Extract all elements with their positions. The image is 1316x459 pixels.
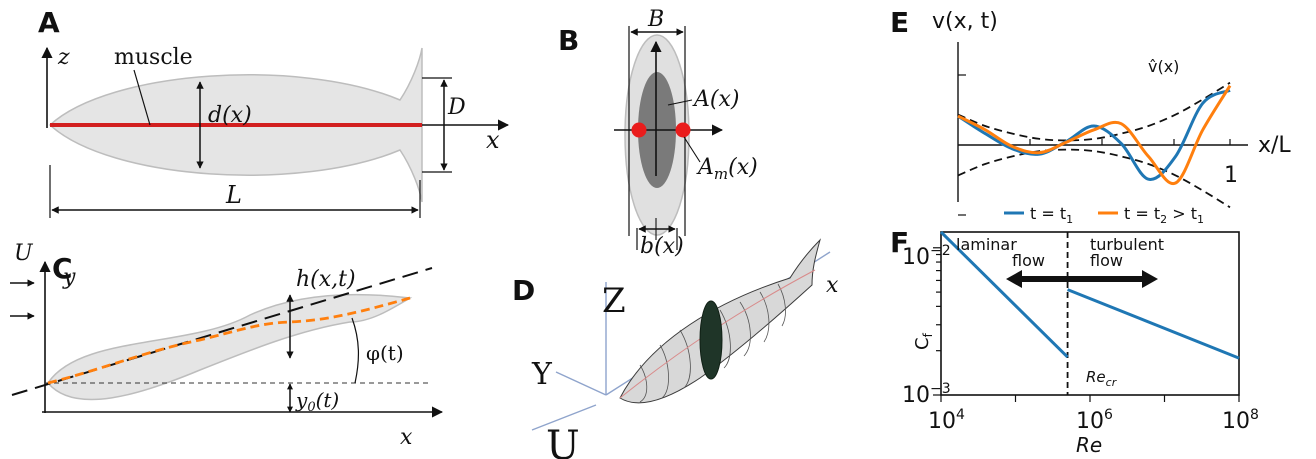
- panel-f: F Cf Re 10−2 10−3 104 106 108 laminar fl…: [890, 226, 1259, 457]
- Z-label-3d: Z: [602, 281, 626, 321]
- fish-wireframe-ribs: [639, 283, 786, 403]
- f-ytick-1e-3: 10−3: [902, 381, 951, 408]
- e-ylabel: v(x, t): [932, 9, 998, 34]
- B-label: B: [647, 7, 664, 32]
- panel-a: A z x muscle d(x) D L: [38, 6, 510, 218]
- f-laminar-line: [939, 230, 1069, 359]
- y-label-c: y: [62, 265, 76, 290]
- cross-section-slice: [699, 300, 723, 380]
- f-xtick-1e4: 104: [928, 407, 965, 434]
- midline-curve: [47, 296, 411, 385]
- f-xlabel: Re: [1076, 433, 1102, 457]
- e-envelope-label: v̂(x): [1148, 57, 1179, 76]
- panel-d: D Z Y U x: [512, 238, 839, 459]
- U-arrow-3d: [531, 404, 597, 431]
- muscle-pointer: [133, 69, 151, 126]
- muscle-point-right: [675, 122, 691, 138]
- Y-label-3d: Y: [531, 357, 553, 392]
- f-laminar-label-1: laminar: [956, 235, 1017, 254]
- panel-e: E v(x, t) x/L 1 v̂(x) t = t1 t = t2 > t1: [890, 6, 1291, 226]
- f-xtick-1e8: 108: [1222, 407, 1259, 434]
- f-xtick-1e6: 106: [1076, 407, 1113, 434]
- b-label: b(x): [640, 234, 684, 259]
- D-label: D: [447, 95, 466, 120]
- e-legend-t2: t = t2 > t1: [1124, 204, 1204, 226]
- U-label-c: U: [14, 241, 34, 266]
- Am-pointer: [683, 136, 701, 163]
- f-ylabel: Cf: [912, 332, 935, 350]
- panel-c-letter: C: [52, 252, 73, 285]
- phi-arc: [351, 317, 360, 384]
- f-laminar-label-2: flow: [1012, 251, 1045, 270]
- e-legend-t1: t = t1: [1030, 204, 1073, 226]
- z-label-a: z: [57, 45, 70, 70]
- f-arrow-right: [1083, 270, 1158, 288]
- fish-body-bent: [47, 293, 413, 401]
- e-series-t2: [957, 84, 1232, 186]
- A-pointer: [667, 99, 693, 106]
- Y-axis-3d: [555, 371, 607, 396]
- L-label: L: [225, 181, 242, 209]
- f-arrow-left: [1006, 270, 1083, 288]
- X-label-3d: x: [826, 273, 839, 298]
- f-ytick-1e-2: 10−2: [902, 243, 951, 270]
- phi-label: φ(t): [366, 341, 404, 365]
- panel-f-letter: F: [890, 226, 909, 259]
- e-xlabel: x/L: [1258, 133, 1291, 158]
- Am-label: Am(x): [696, 155, 758, 183]
- f-recr-label: Recr: [1086, 368, 1118, 389]
- e-series-t1: [957, 88, 1231, 181]
- muscle-point-left: [631, 122, 647, 138]
- panel-b-letter: B: [558, 24, 579, 57]
- panel-b: B B A(x) Am(x) b(x): [558, 7, 758, 259]
- f-turbulent-line: [1067, 288, 1240, 360]
- f-ticks: [933, 247, 1240, 402]
- f-turbulent-label-2: flow: [1090, 251, 1123, 270]
- muscle-label: muscle: [114, 45, 193, 70]
- panel-a-letter: A: [38, 6, 60, 39]
- e-legend: t = t1 t = t2 > t1: [1004, 204, 1204, 226]
- y0-label: y0(t): [295, 388, 339, 415]
- x-label-c: x: [400, 425, 413, 450]
- e-envelope-lower: [957, 148, 1231, 209]
- d-label: d(x): [208, 103, 252, 128]
- x-label-a: x: [486, 126, 500, 154]
- panel-e-letter: E: [890, 6, 909, 39]
- h-label: h(x,t): [296, 267, 356, 292]
- panel-c: C U y x h(x,t) φ(t) y0(t): [10, 241, 444, 450]
- e-xtick-1-label: 1: [1224, 163, 1238, 188]
- U-label-3d: U: [546, 423, 580, 459]
- A-label: A(x): [692, 87, 739, 112]
- panel-d-letter: D: [512, 274, 535, 307]
- f-turbulent-label-1: turbulent: [1090, 235, 1164, 254]
- e-envelope-upper: [957, 81, 1231, 142]
